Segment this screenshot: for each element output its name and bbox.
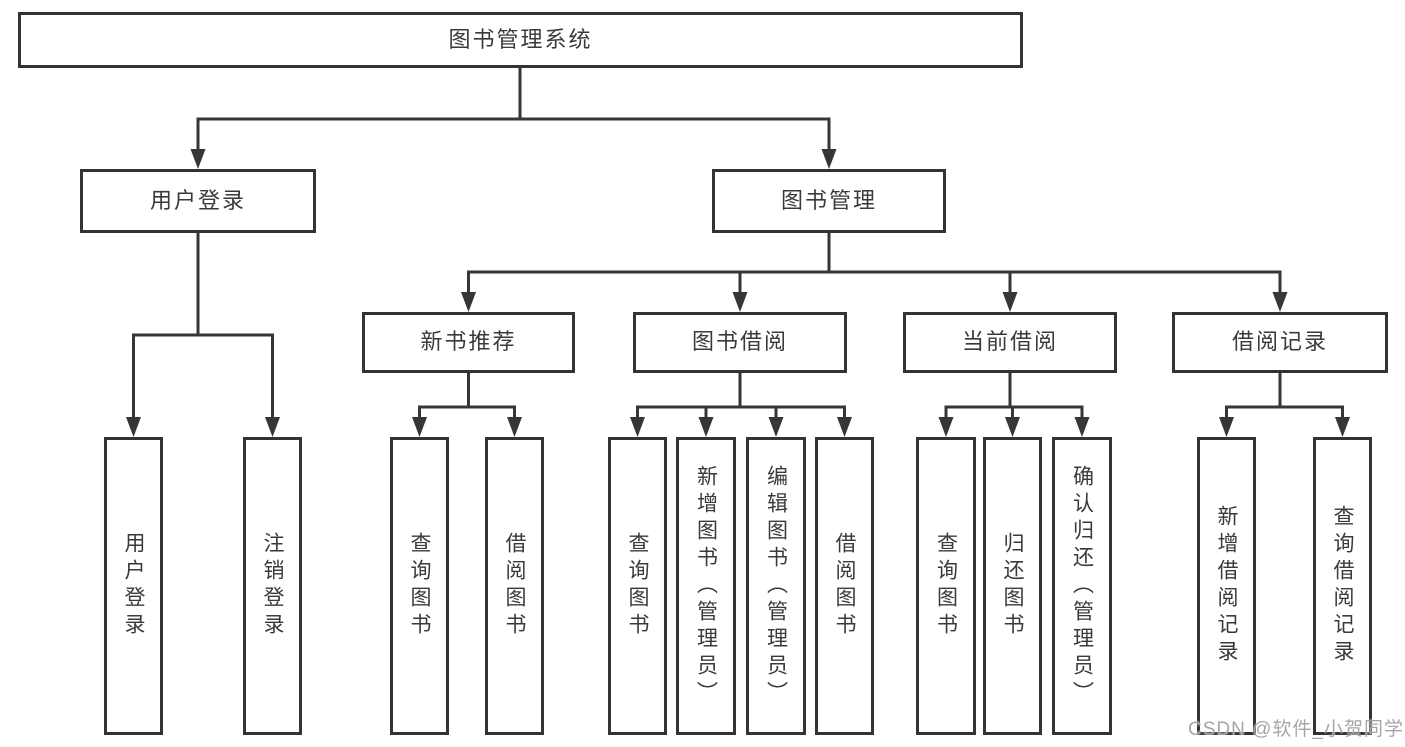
node-root-system: 图书管理系统 xyxy=(18,12,1023,68)
connector-paths xyxy=(132,68,1344,419)
leaf-borrow-books: 借阅图书 xyxy=(815,437,874,735)
leaf-edit-book-admin: 编辑图书（管理员） xyxy=(746,437,806,735)
leaf-query-books-recommend: 查询图书 xyxy=(390,437,449,735)
node-borrow-records: 借阅记录 xyxy=(1172,312,1388,373)
leaf-add-book-admin: 新增图书（管理员） xyxy=(676,437,736,735)
csdn-watermark: CSDN @软件_小贺同学 xyxy=(1188,719,1404,740)
leaf-query-borrow-record: 查询借阅记录 xyxy=(1313,437,1372,735)
node-current-borrow: 当前借阅 xyxy=(903,312,1117,373)
leaf-query-books-current: 查询图书 xyxy=(916,437,976,735)
leaf-confirm-return-admin: 确认归还（管理员） xyxy=(1052,437,1112,735)
node-book-management: 图书管理 xyxy=(712,169,946,233)
leaf-logout: 注销登录 xyxy=(243,437,302,735)
leaf-add-borrow-record: 新增借阅记录 xyxy=(1197,437,1256,735)
node-book-borrow: 图书借阅 xyxy=(633,312,847,373)
leaf-user-login: 用户登录 xyxy=(104,437,163,735)
leaf-return-book: 归还图书 xyxy=(983,437,1042,735)
node-user-login: 用户登录 xyxy=(80,169,316,233)
leaf-query-books-borrow: 查询图书 xyxy=(608,437,667,735)
node-new-book-recommend: 新书推荐 xyxy=(362,312,575,373)
arrowhead-icons xyxy=(126,149,1350,437)
leaf-borrow-books-recommend: 借阅图书 xyxy=(485,437,544,735)
